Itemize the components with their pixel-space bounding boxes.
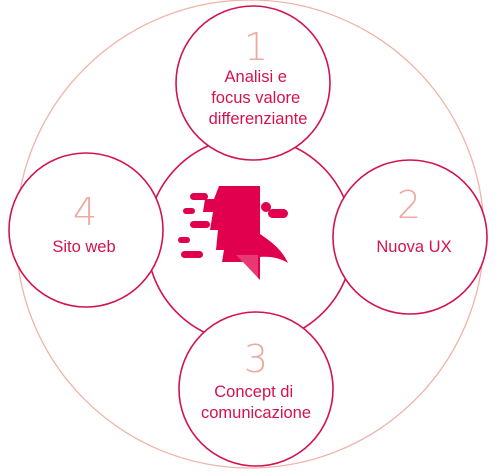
step-number-3: 3 xyxy=(244,337,268,381)
step-label-1-line-1: Analisi e xyxy=(225,68,287,86)
step-circle-4 xyxy=(8,152,164,308)
step-label-3-line-2: comunicazione xyxy=(201,404,311,422)
step-circle-3 xyxy=(178,311,334,467)
step-label-4: Sito web xyxy=(52,238,115,256)
step-circle-2 xyxy=(332,159,488,315)
step-label-2-line-1: Nuova UX xyxy=(376,238,451,256)
brand-logo-icon xyxy=(178,186,288,280)
step-number-2: 2 xyxy=(397,183,421,227)
step-number-4: 4 xyxy=(73,190,97,234)
step-number-1: 1 xyxy=(244,25,268,69)
step-label-1: Analisi e focus valore differenziante xyxy=(209,68,308,128)
step-circle-1 xyxy=(175,5,331,161)
step-label-1-line-2: focus valore xyxy=(211,89,300,107)
step-label-3-line-1: Concept di xyxy=(214,383,293,401)
step-label-4-line-1: Sito web xyxy=(52,238,115,256)
step-label-1-line-3: differenziante xyxy=(209,110,308,128)
step-label-3: Concept di comunicazione xyxy=(201,383,311,422)
step-label-2: Nuova UX xyxy=(376,238,451,256)
